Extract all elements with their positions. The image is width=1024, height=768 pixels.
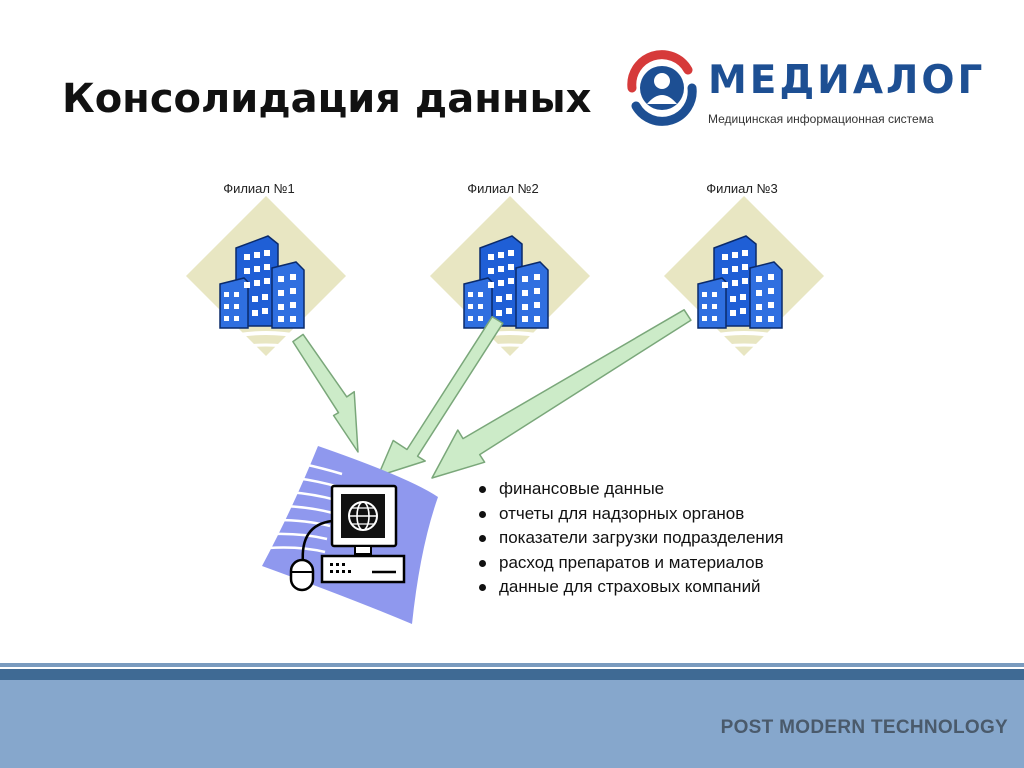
arrow-branch-1 bbox=[292, 333, 359, 453]
slide-title: Консолидация данных bbox=[62, 76, 592, 122]
footer-stripe bbox=[0, 669, 1024, 680]
computer-workstation-icon bbox=[262, 446, 438, 624]
footer-company-text: POST MODERN TECHNOLOGY bbox=[720, 717, 1008, 738]
branch-1-building-icon bbox=[184, 194, 348, 362]
medialog-logo: МЕДИАЛОГ Медицинская информационная сист… bbox=[622, 44, 982, 134]
list-item: финансовые данные bbox=[472, 477, 784, 502]
branch-3-building-icon bbox=[662, 194, 826, 362]
list-item: отчеты для надзорных органов bbox=[472, 502, 784, 527]
consolidated-data-list: финансовые данные отчеты для надзорных о… bbox=[472, 477, 784, 600]
logo-tagline: Медицинская информационная система bbox=[708, 112, 934, 126]
footer-bar: POST MODERN TECHNOLOGY bbox=[0, 680, 1024, 768]
branch-2-label: Филиал №2 bbox=[467, 181, 539, 196]
list-item: показатели загрузки подразделения bbox=[472, 526, 784, 551]
branch-1-label: Филиал №1 bbox=[223, 181, 295, 196]
logo-name: МЕДИАЛОГ bbox=[708, 58, 986, 103]
logo-emblem-icon bbox=[627, 50, 697, 126]
list-item: расход препаратов и материалов bbox=[472, 551, 784, 576]
list-item: данные для страховых компаний bbox=[472, 575, 784, 600]
arrow-branch-2 bbox=[377, 315, 504, 477]
consolidation-diagram bbox=[184, 194, 826, 624]
footer-divider bbox=[0, 663, 1024, 667]
arrow-branch-3 bbox=[431, 309, 692, 479]
branch-2-building-icon bbox=[428, 194, 592, 362]
branch-3-label: Филиал №3 bbox=[706, 181, 778, 196]
